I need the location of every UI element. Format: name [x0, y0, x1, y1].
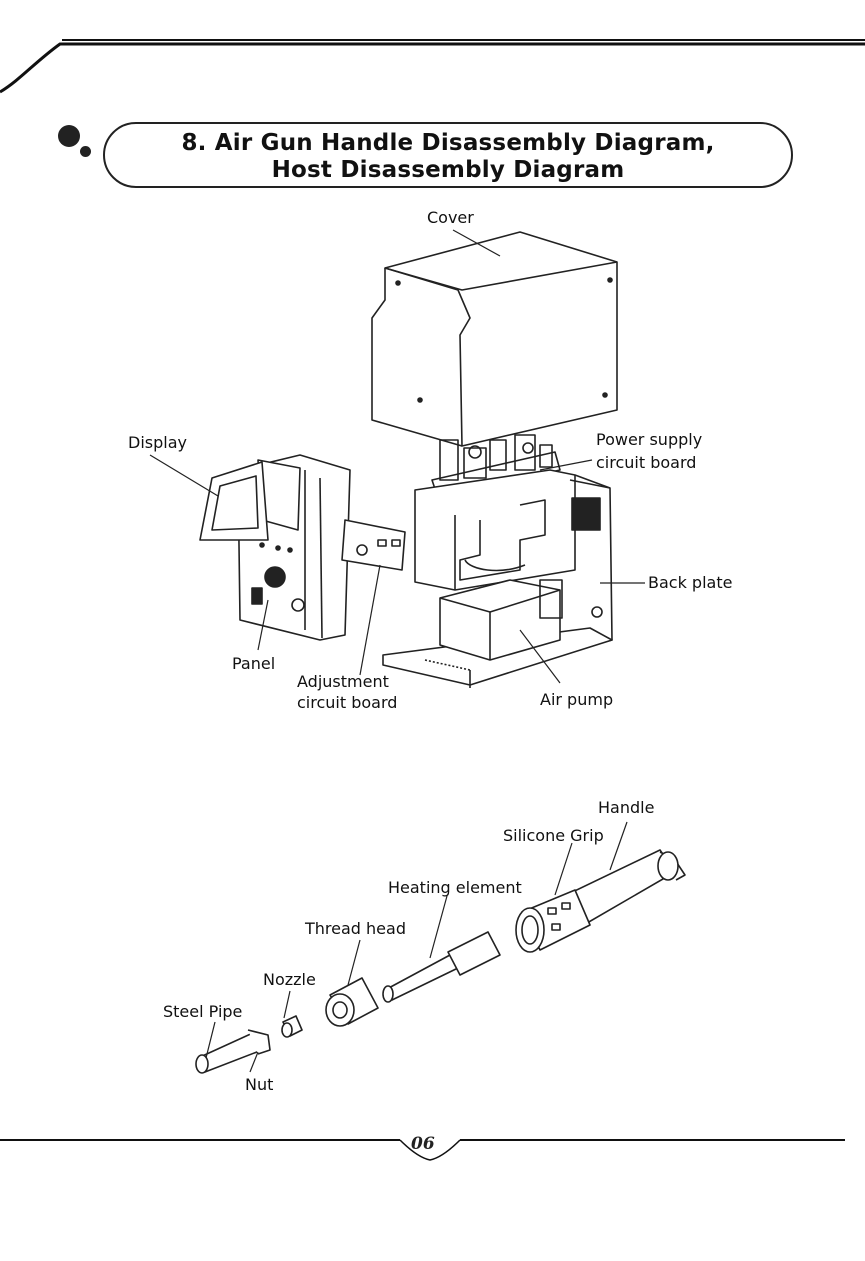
silicone-grip-part	[516, 890, 590, 952]
label-power-supply-line2: circuit board	[596, 453, 696, 473]
label-back-plate: Back plate	[648, 573, 732, 593]
heating-element-part	[383, 932, 500, 1002]
label-heating-element: Heating element	[388, 878, 522, 898]
label-nozzle: Nozzle	[263, 970, 316, 990]
label-cover: Cover	[427, 208, 474, 228]
label-adjustment-line1: Adjustment	[297, 672, 389, 692]
page-number: 06	[411, 1134, 435, 1154]
label-adjustment-line2: circuit board	[297, 693, 397, 713]
label-steel-pipe: Steel Pipe	[163, 1002, 242, 1022]
label-silicone-grip: Silicone Grip	[503, 826, 604, 846]
label-nut: Nut	[245, 1075, 273, 1095]
label-handle: Handle	[598, 798, 654, 818]
label-display: Display	[128, 433, 187, 453]
label-air-pump: Air pump	[540, 690, 613, 710]
thread-head-part	[326, 978, 378, 1026]
label-thread-head: Thread head	[305, 919, 406, 939]
nozzle-part	[282, 1016, 302, 1037]
label-power-supply-line1: Power supply	[596, 430, 702, 450]
handle-leader-lines	[206, 822, 627, 1072]
label-panel: Panel	[232, 654, 275, 674]
